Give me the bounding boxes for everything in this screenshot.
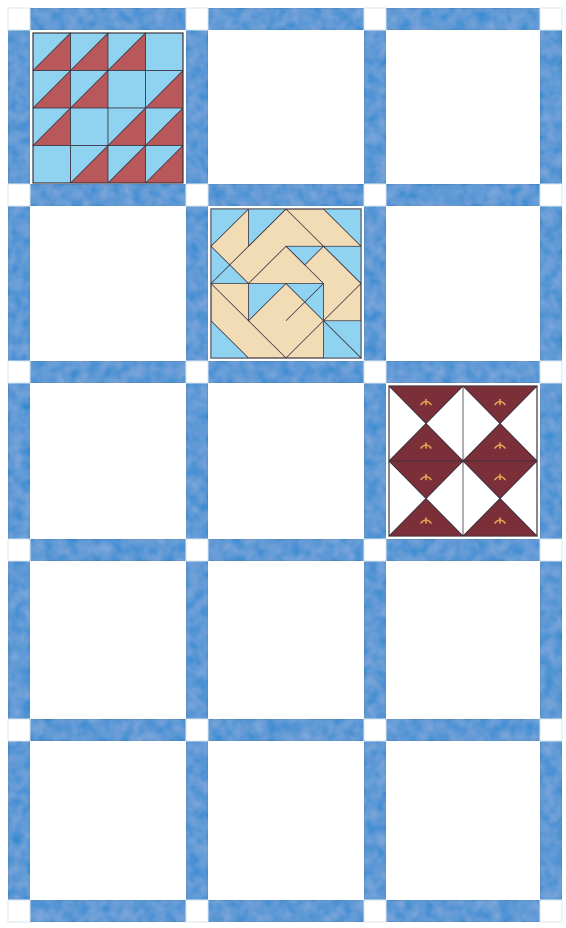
sashing-horizontal: [30, 539, 186, 561]
sashing-vertical: [186, 206, 208, 361]
cornerstone: [186, 8, 208, 30]
sashing-horizontal: [386, 184, 540, 206]
cornerstone: [186, 184, 208, 206]
patch-square: [108, 71, 146, 109]
empty-block: [386, 741, 540, 900]
sashing-horizontal: [386, 539, 540, 561]
sashing-horizontal: [208, 539, 364, 561]
empty-block: [208, 383, 364, 539]
cornerstone: [8, 539, 30, 561]
sashing-horizontal: [208, 184, 364, 206]
sashing-horizontal: [30, 361, 186, 383]
cornerstone: [186, 900, 208, 922]
cornerstone: [364, 184, 386, 206]
cornerstone: [364, 900, 386, 922]
sashing-vertical: [186, 561, 208, 719]
sashing-horizontal: [386, 8, 540, 30]
empty-block: [30, 741, 186, 900]
sashing-vertical: [8, 561, 30, 719]
cornerstone: [186, 539, 208, 561]
cornerstone: [8, 184, 30, 206]
sashing-vertical: [364, 206, 386, 361]
sashing-vertical: [186, 30, 208, 184]
cornerstone: [540, 184, 562, 206]
cornerstone: [8, 900, 30, 922]
empty-block: [30, 561, 186, 719]
sashing-vertical: [364, 561, 386, 719]
cornerstone: [8, 361, 30, 383]
cornerstone: [540, 8, 562, 30]
sashing-vertical: [364, 741, 386, 900]
quilt-block-red-blue: [33, 33, 183, 183]
sashing-horizontal: [208, 361, 364, 383]
sashing-vertical: [540, 741, 562, 900]
sashing-vertical: [8, 30, 30, 184]
cornerstone: [540, 719, 562, 741]
cornerstone: [540, 539, 562, 561]
quilt-block-tan-blue: [211, 209, 361, 358]
cornerstone: [186, 719, 208, 741]
sashing-vertical: [8, 383, 30, 539]
empty-block: [386, 206, 540, 361]
sashing-horizontal: [208, 719, 364, 741]
cornerstone: [364, 539, 386, 561]
empty-block: [208, 561, 364, 719]
sashing-vertical: [540, 561, 562, 719]
empty-block: [208, 741, 364, 900]
empty-block: [386, 561, 540, 719]
quilt-block-maroon-pinwheel: [389, 386, 537, 536]
sashing-horizontal: [30, 184, 186, 206]
sashing-horizontal: [386, 361, 540, 383]
sashing-horizontal: [30, 719, 186, 741]
cornerstone: [8, 719, 30, 741]
patch-square: [71, 108, 109, 146]
sashing-vertical: [186, 741, 208, 900]
sashing-vertical: [540, 206, 562, 361]
cornerstone: [540, 361, 562, 383]
empty-block: [30, 383, 186, 539]
cornerstone: [540, 900, 562, 922]
patch-square: [33, 146, 71, 184]
sashing-vertical: [8, 741, 30, 900]
sashing-horizontal: [208, 8, 364, 30]
sashing-horizontal: [30, 8, 186, 30]
cornerstone: [364, 8, 386, 30]
cornerstone: [8, 8, 30, 30]
sashing-vertical: [540, 30, 562, 184]
sashing-vertical: [186, 383, 208, 539]
patch-square: [146, 33, 184, 71]
empty-block: [30, 206, 186, 361]
cornerstone: [186, 361, 208, 383]
cornerstone: [364, 361, 386, 383]
sashing-horizontal: [386, 900, 540, 922]
sashing-horizontal: [30, 900, 186, 922]
sashing-vertical: [364, 30, 386, 184]
sashing-vertical: [364, 383, 386, 539]
sashing-vertical: [540, 383, 562, 539]
sashing-horizontal: [208, 900, 364, 922]
sashing-horizontal: [386, 719, 540, 741]
sashing-vertical: [8, 206, 30, 361]
cornerstone: [364, 719, 386, 741]
